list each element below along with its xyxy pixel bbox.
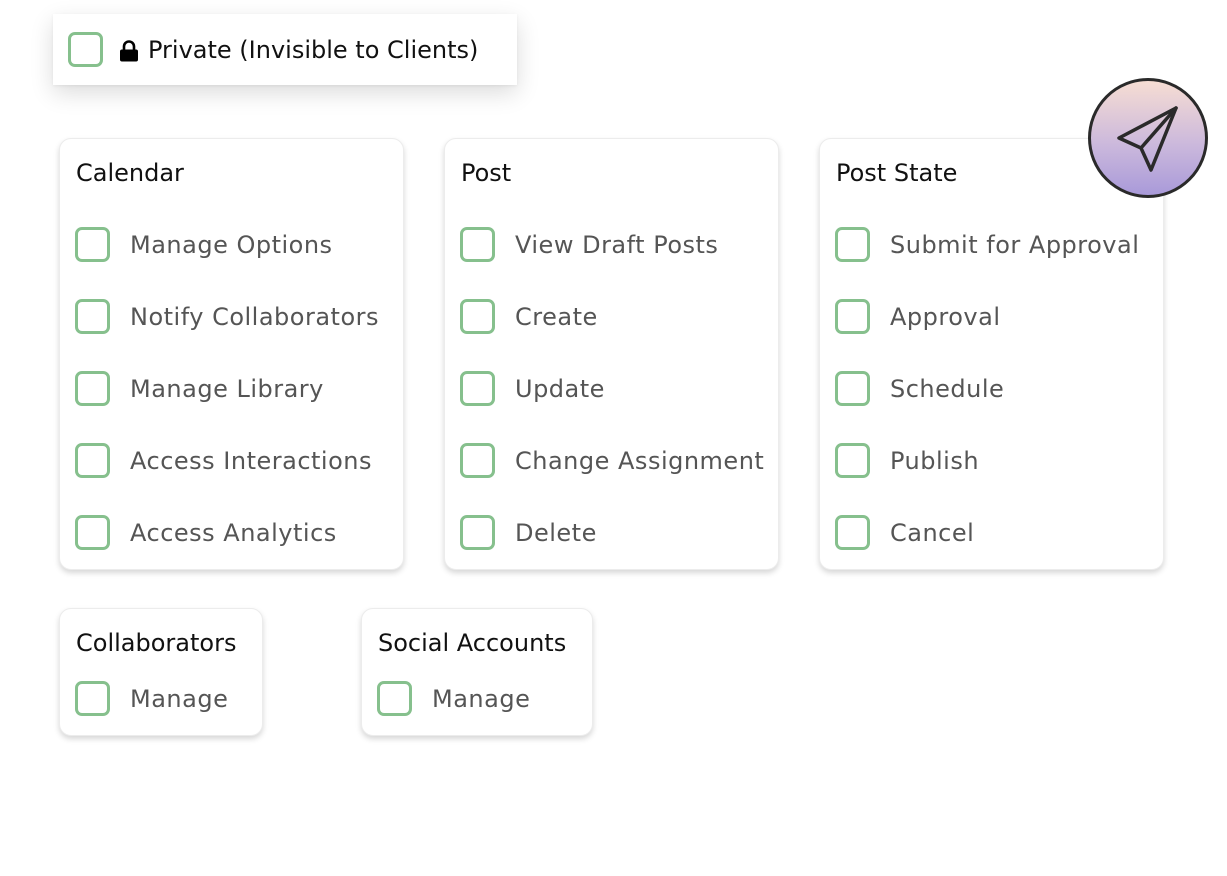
permission-access-analytics[interactable]: Access Analytics (75, 515, 337, 550)
send-button[interactable] (1088, 78, 1208, 198)
checkbox[interactable] (75, 371, 110, 406)
permission-label: Change Assignment (515, 446, 765, 475)
card-title: Calendar (76, 159, 184, 187)
permission-view-draft-posts[interactable]: View Draft Posts (460, 227, 718, 262)
checkbox[interactable] (460, 371, 495, 406)
permission-label: Access Interactions (130, 446, 372, 475)
permission-approval[interactable]: Approval (835, 299, 1001, 334)
checkbox[interactable] (377, 681, 412, 716)
permission-label: Publish (890, 446, 980, 475)
checkbox[interactable] (460, 443, 495, 478)
collaborators-permissions-card: Collaborators Manage (59, 608, 263, 736)
checkbox[interactable] (835, 443, 870, 478)
permission-label: Manage Options (130, 230, 333, 259)
permission-label: Manage Library (130, 374, 324, 403)
permission-label: Cancel (890, 518, 975, 547)
permission-manage-collaborators[interactable]: Manage (75, 681, 228, 716)
checkbox[interactable] (75, 681, 110, 716)
permission-cancel[interactable]: Cancel (835, 515, 974, 550)
permission-update[interactable]: Update (460, 371, 605, 406)
post-permissions-card: Post View Draft Posts Create Update Chan… (444, 138, 779, 570)
permission-label: Delete (515, 518, 597, 547)
checkbox[interactable] (835, 371, 870, 406)
checkbox[interactable] (460, 299, 495, 334)
checkbox[interactable] (75, 299, 110, 334)
private-checkbox[interactable] (68, 32, 103, 67)
permission-label: Schedule (890, 374, 1005, 403)
card-title: Social Accounts (378, 629, 567, 657)
card-title: Post State (836, 159, 958, 187)
checkbox[interactable] (75, 515, 110, 550)
permission-label: Manage (130, 684, 229, 713)
permission-label: Notify Collaborators (130, 302, 380, 331)
permission-label: Manage (432, 684, 531, 713)
permission-delete[interactable]: Delete (460, 515, 597, 550)
lock-icon (120, 39, 138, 61)
checkbox[interactable] (835, 515, 870, 550)
checkbox[interactable] (835, 227, 870, 262)
permission-manage-options[interactable]: Manage Options (75, 227, 333, 262)
permission-label: Create (515, 302, 598, 331)
checkbox[interactable] (835, 299, 870, 334)
checkbox[interactable] (75, 227, 110, 262)
permission-manage-social-accounts[interactable]: Manage (377, 681, 530, 716)
permission-label: Update (515, 374, 605, 403)
permission-submit-for-approval[interactable]: Submit for Approval (835, 227, 1139, 262)
permission-manage-library[interactable]: Manage Library (75, 371, 324, 406)
checkbox[interactable] (75, 443, 110, 478)
private-toggle-card: Private (Invisible to Clients) (53, 14, 517, 85)
private-label-text: Private (Invisible to Clients) (148, 35, 479, 64)
permission-label: Access Analytics (130, 518, 337, 547)
card-title: Post (461, 159, 512, 187)
permission-label: Submit for Approval (890, 230, 1140, 259)
permission-label: Approval (890, 302, 1001, 331)
permission-create[interactable]: Create (460, 299, 598, 334)
permission-publish[interactable]: Publish (835, 443, 979, 478)
permission-schedule[interactable]: Schedule (835, 371, 1004, 406)
permission-change-assignment[interactable]: Change Assignment (460, 443, 764, 478)
send-paper-plane-icon (1117, 106, 1178, 172)
checkbox[interactable] (460, 515, 495, 550)
permission-access-interactions[interactable]: Access Interactions (75, 443, 372, 478)
permission-label: View Draft Posts (515, 230, 719, 259)
social-accounts-permissions-card: Social Accounts Manage (361, 608, 593, 736)
post-state-permissions-card: Post State Submit for Approval Approval … (819, 138, 1164, 570)
calendar-permissions-card: Calendar Manage Options Notify Collabora… (59, 138, 404, 570)
private-label[interactable]: Private (Invisible to Clients) (119, 36, 478, 64)
checkbox[interactable] (460, 227, 495, 262)
card-title: Collaborators (76, 629, 237, 657)
permission-notify-collaborators[interactable]: Notify Collaborators (75, 299, 379, 334)
